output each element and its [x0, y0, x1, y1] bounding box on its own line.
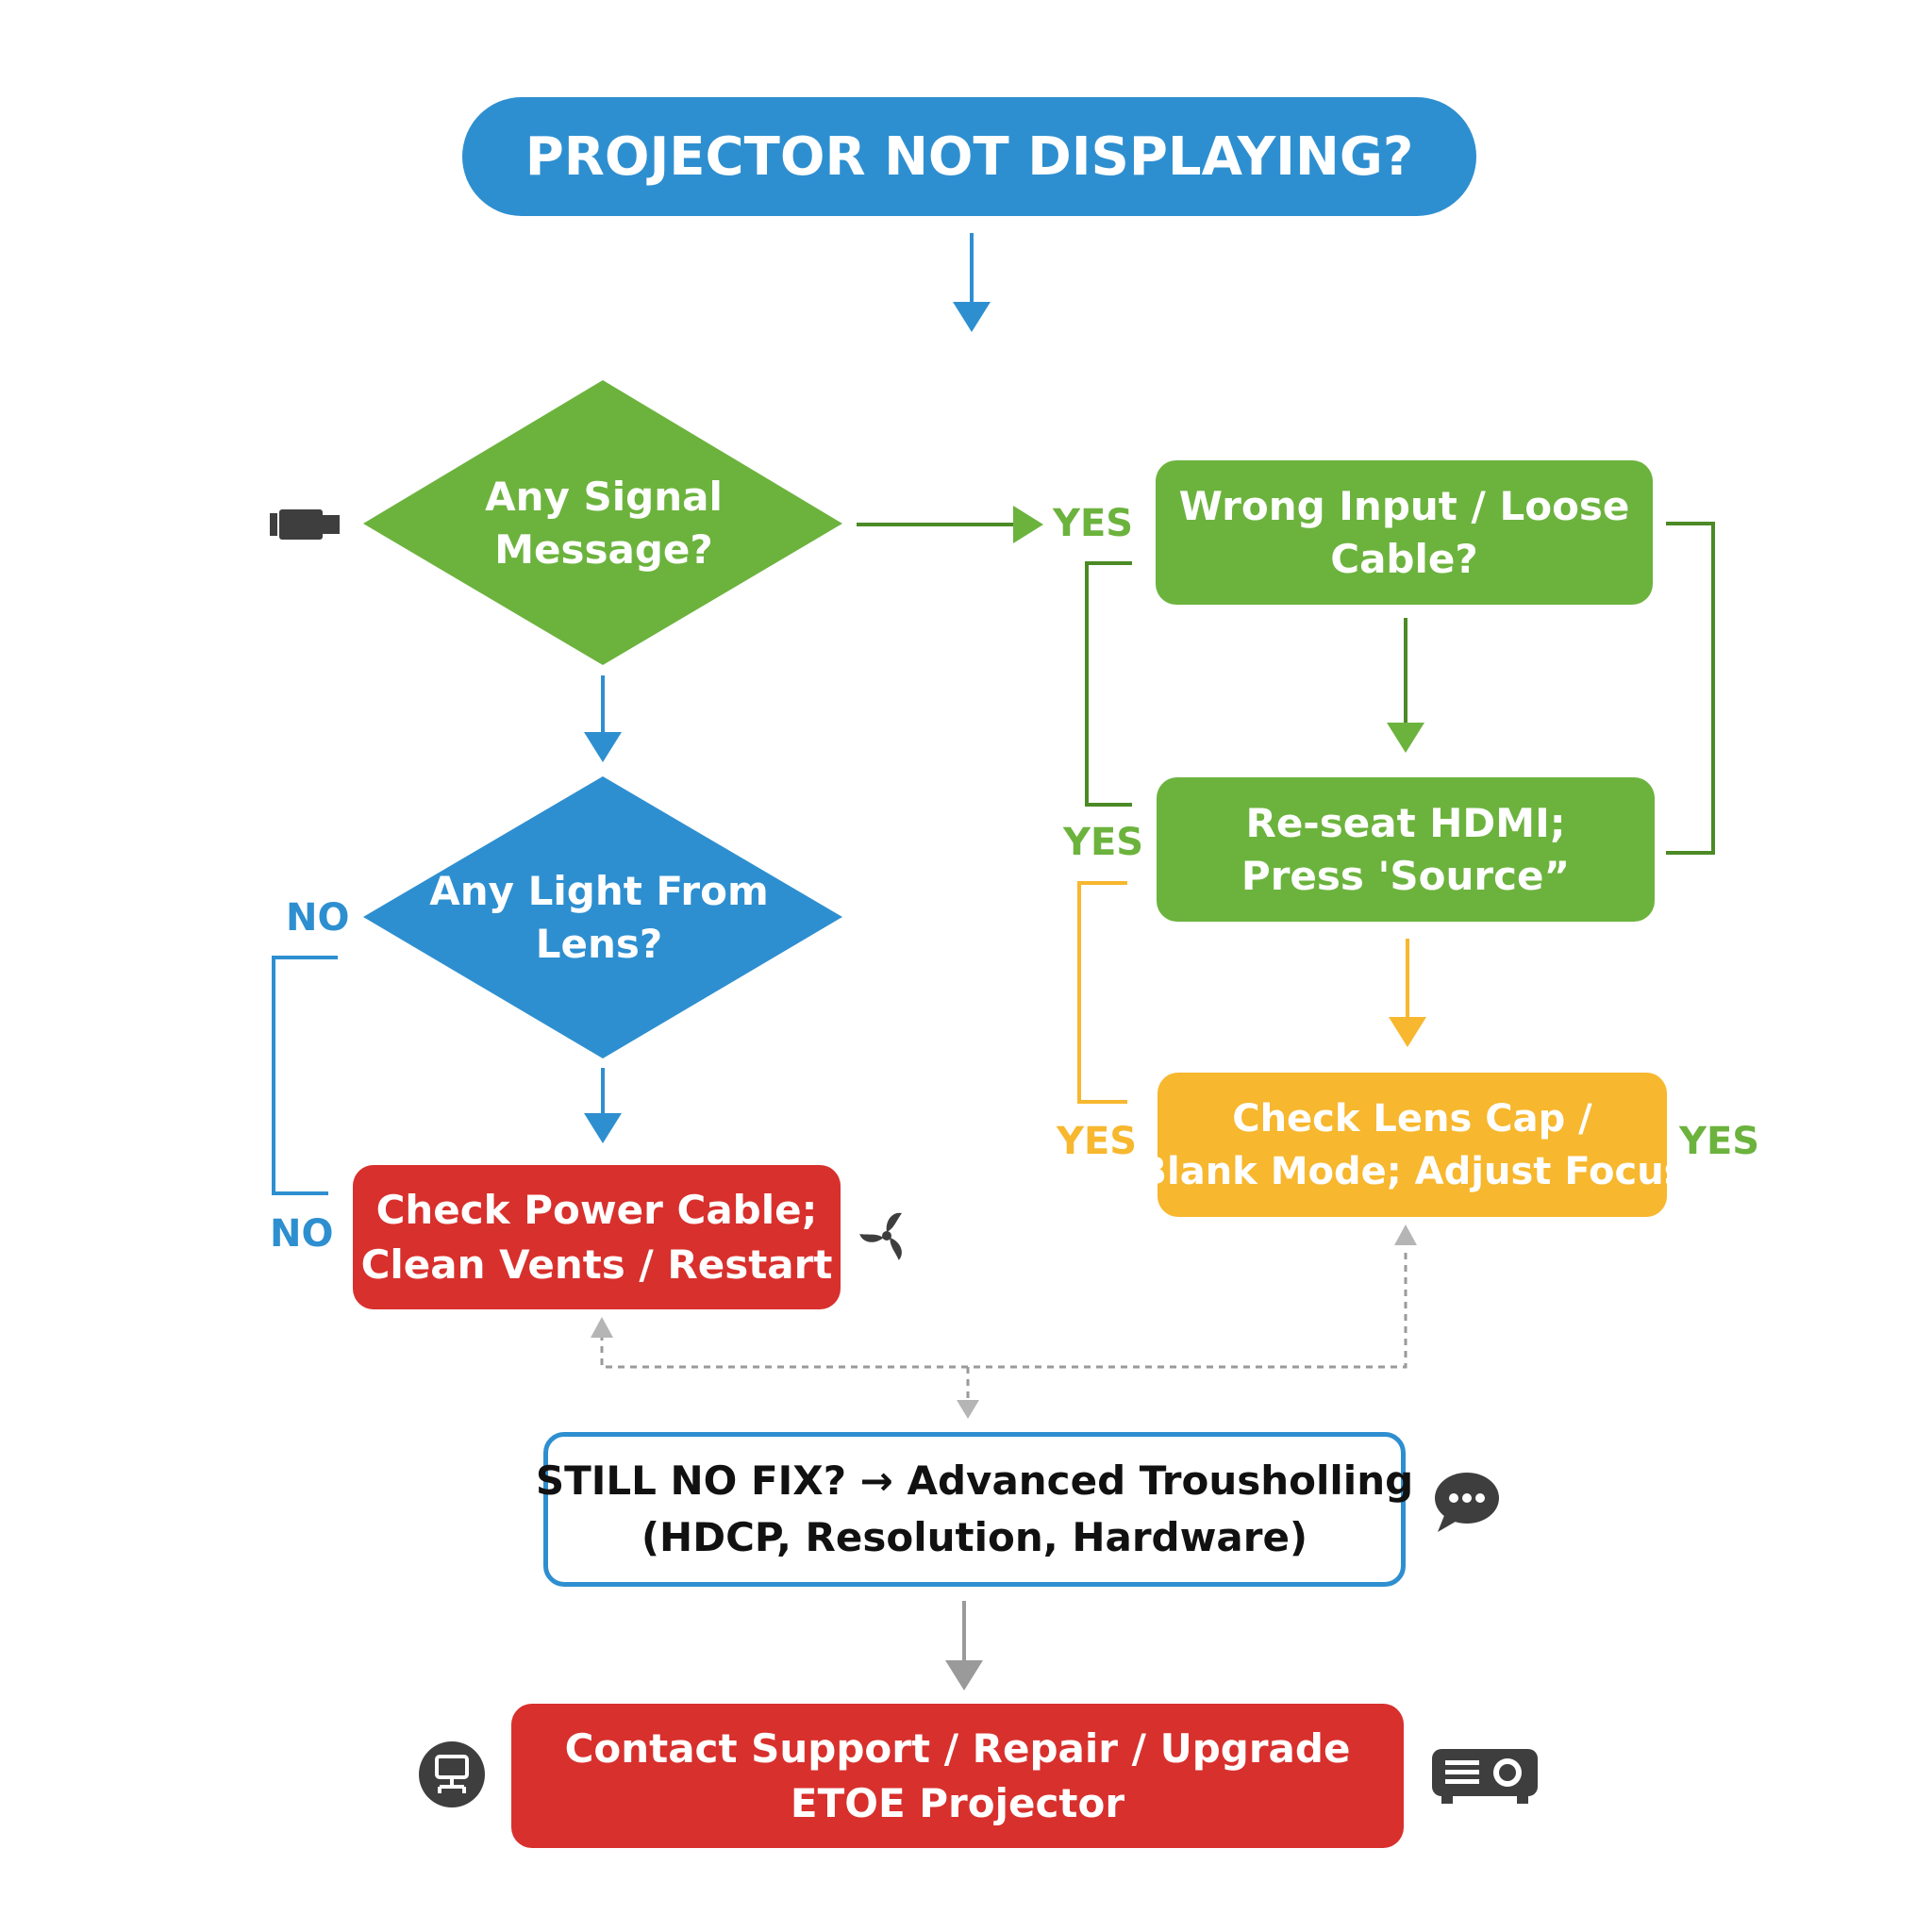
dashed-arrowhead-lens — [1394, 1224, 1417, 1245]
network-monitor-icon — [419, 1741, 485, 1807]
dashed-arrowhead-still — [957, 1400, 979, 1419]
signal-decision: Any Signal Message? — [420, 458, 788, 590]
yes-label-signal: YES — [1053, 502, 1134, 545]
contact-support-line-2: ETOE Projector — [790, 1779, 1125, 1826]
still-no-fix-box: STILL NO FIX? → Advanced Trousholling (H… — [536, 1432, 1413, 1587]
arrow-wrong-input-to-reseat — [1387, 618, 1424, 753]
title-banner: PROJECTOR NOT DISPLAYING? — [462, 97, 1476, 216]
wrong-input-box: Wrong Input / Loose Cable? — [1156, 460, 1653, 605]
check-power-box: Check Power Cable; Clean Vents / Restart — [353, 1165, 841, 1309]
green-right-bracket — [1666, 522, 1715, 855]
check-power-line-1: Check Power Cable; — [375, 1186, 818, 1233]
signal-diamond-shape — [363, 380, 842, 665]
contact-support-box: Contact Support / Repair / Upgrade ETOE … — [511, 1704, 1404, 1848]
projector-icon — [1432, 1747, 1538, 1806]
still-no-fix-line-1: STILL NO FIX? → Advanced Trousholling — [535, 1457, 1414, 1504]
yes-label-left-upper: YES — [1063, 821, 1144, 864]
still-no-fix-line-2: (HDCP, Resolution, Hardware) — [641, 1514, 1308, 1560]
light-diamond-shape — [363, 776, 842, 1058]
light-decision: Any Light From Lens? — [401, 852, 797, 984]
check-lens-box: Check Lens Cap / Blank Mode; Adjust Focu… — [1139, 1073, 1687, 1217]
yes-label-right: YES — [1679, 1120, 1760, 1163]
wrong-input-line-1: Wrong Input / Loose — [1178, 482, 1630, 529]
yellow-left-bracket — [1077, 881, 1127, 1104]
contact-support-line-1: Contact Support / Repair / Upgrade — [564, 1724, 1351, 1772]
light-decision-line-1: Any Light From — [429, 868, 769, 914]
check-lens-line-2: Blank Mode; Adjust Focus — [1138, 1149, 1687, 1193]
arrow-light-to-power — [584, 1068, 622, 1143]
hdmi-plug-icon — [270, 506, 340, 543]
reseat-hdmi-box: Re-seat HDMI; Press 'Source” — [1157, 777, 1655, 922]
reseat-hdmi-line-2: Press 'Source” — [1241, 852, 1571, 899]
dashed-merge-connector — [600, 1247, 1407, 1404]
arrow-signal-yes — [857, 506, 1043, 543]
wrong-input-line-2: Cable? — [1330, 535, 1478, 582]
check-power-line-2: Clean Vents / Restart — [360, 1241, 833, 1288]
arrow-signal-to-light — [584, 675, 622, 762]
page-title: PROJECTOR NOT DISPLAYING? — [525, 125, 1414, 188]
chat-bubble-icon — [1432, 1472, 1500, 1534]
fan-icon — [858, 1208, 915, 1264]
green-left-bracket — [1085, 561, 1132, 807]
signal-decision-line-2: Message? — [494, 526, 713, 573]
arrow-still-to-contact — [945, 1601, 983, 1690]
no-bracket-line — [272, 956, 338, 1195]
reseat-hdmi-line-1: Re-seat HDMI; — [1245, 799, 1566, 846]
arrow-reseat-to-check-lens — [1389, 939, 1426, 1047]
no-label-lower: NO — [270, 1212, 334, 1256]
title-box-shape — [462, 97, 1476, 216]
dashed-arrowhead-power — [591, 1317, 613, 1338]
signal-decision-line-1: Any Signal — [485, 474, 723, 520]
no-label-upper: NO — [286, 896, 350, 940]
check-lens-line-1: Check Lens Cap / — [1232, 1096, 1592, 1141]
arrow-title-to-signal — [953, 233, 991, 332]
yes-label-left-lower: YES — [1057, 1120, 1138, 1163]
light-decision-line-2: Lens? — [535, 921, 663, 967]
